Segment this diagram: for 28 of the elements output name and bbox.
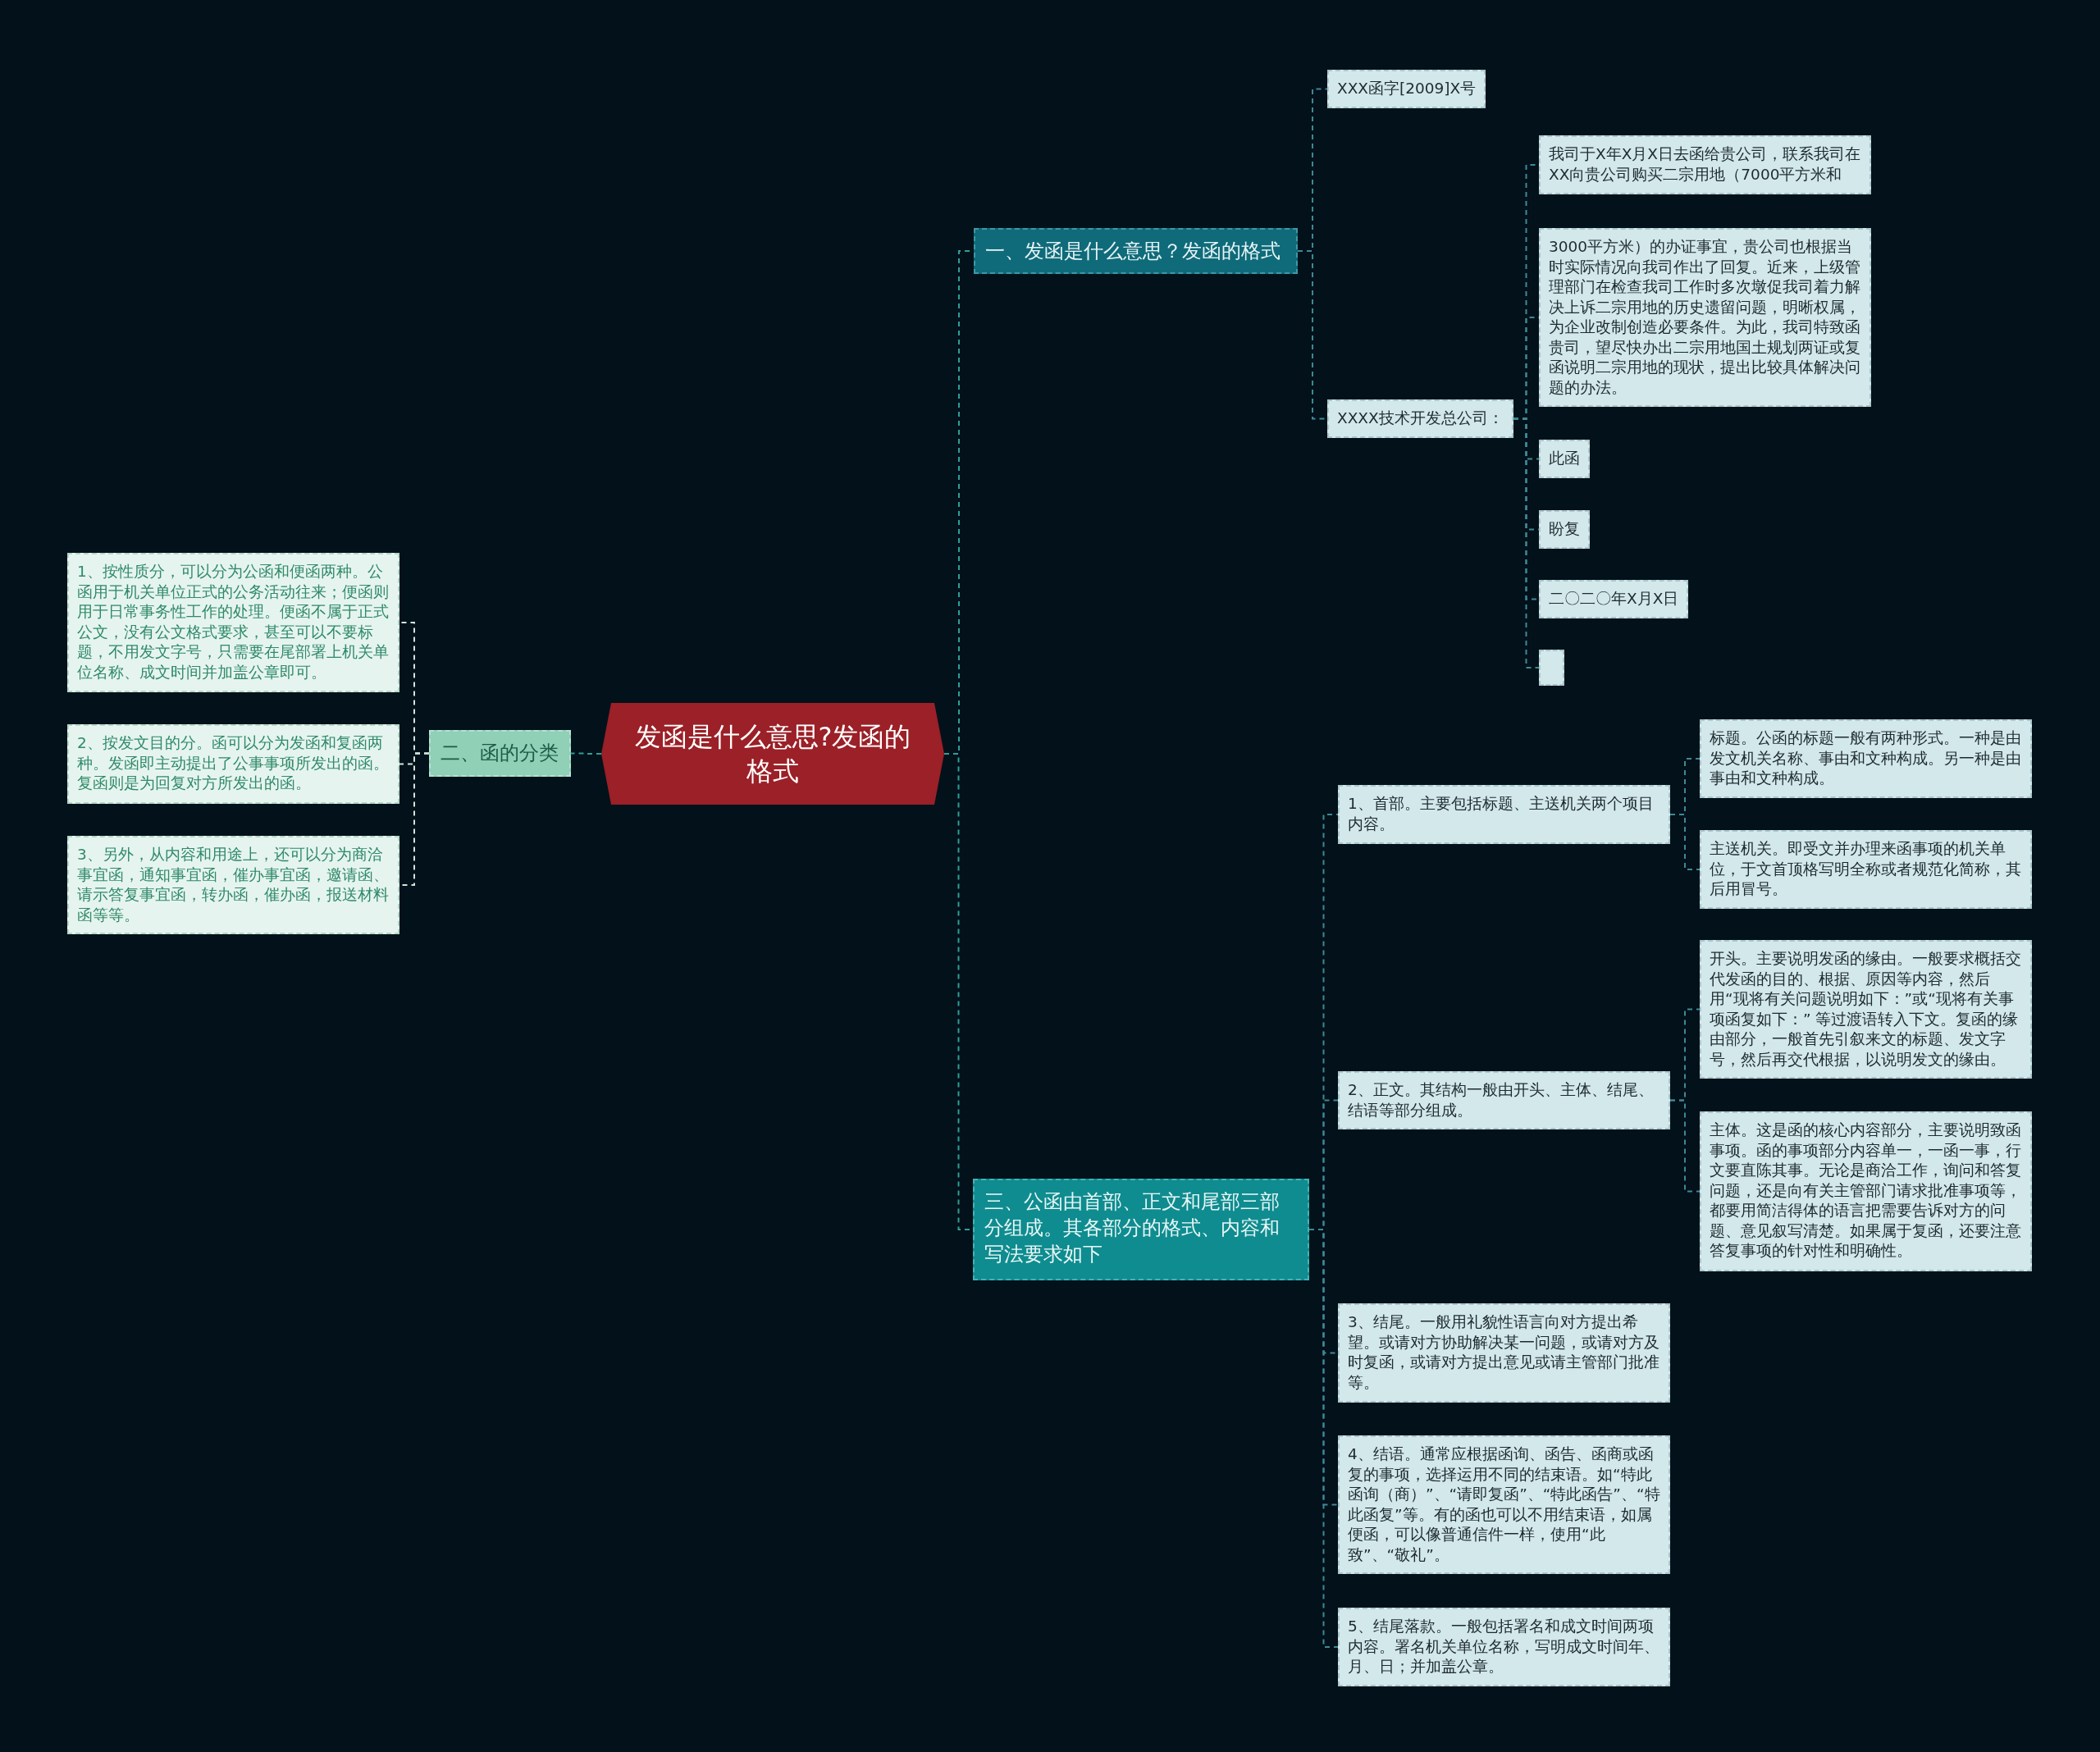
branch-topic-box: 三、公函由首部、正文和尾部三部分组成。其各部分的格式、内容和写法要求如下 <box>973 1179 1309 1280</box>
connector-line <box>570 752 602 755</box>
empty-topic-box <box>1539 650 1564 686</box>
topic-box: 二〇二〇年X月X日 <box>1539 580 1689 618</box>
topic-box: 2、正文。其结构一般由开头、主体、结尾、结语等部分组成。 <box>1338 1071 1670 1129</box>
topic-box: 1、按性质分，可以分为公函和便函两种。公函用于机关单位正式的公务活动往来；便函则用于日常事务性工作的处理。便函不属于正式公文，没有公文格式要求，甚至可以不要标题，不用发文字号，只需要在尾部署上机关单位名称、成文时间并加盖公章即可。 <box>67 553 399 692</box>
topic-box: 2、按发文目的分。函可以分为发函和复函两种。发函即主动提出了公事事项所发出的函。复函则是为回复对方所发出的函。 <box>67 724 399 804</box>
branch-topic-box: 一、发函是什么意思？发函的格式 <box>974 228 1298 274</box>
topic-box: 盼复 <box>1539 510 1590 549</box>
topic-box: XXX函字[2009]X号 <box>1327 70 1486 108</box>
topic-box: 此函 <box>1539 440 1590 478</box>
connector-line <box>1513 417 1540 668</box>
topic-box: 4、结语。通常应根据函询、函告、函商或函复的事项，选择运用不同的结束语。如“特此函询（商）”、“请即复函”、“特此函告”、“特此函复”等。有的函也可以不用结束语，如属便函，可以像普通信件一样，使用“此致”、“敬礼”。 <box>1338 1435 1670 1574</box>
central-topic-box: 发函是什么意思?发函的格式 <box>601 703 944 805</box>
topic-box: XXXX技术开发总公司： <box>1327 399 1513 438</box>
topic-box: 主体。这是函的核心内容部分，主要说明致函事项。函的事项部分内容单一，一函一事，行文要直陈其事。无论是商洽工作，询问和答复问题，还是向有关主管部门请求批准事项等，都要用简洁得体的语言把需要告诉对方的问题、意见叙写清楚。如果属于复函，还要注意答复事项的针对性和明确性。 <box>1700 1111 2032 1271</box>
connector-line <box>1669 1099 1701 1193</box>
topic-box: 3、另外，从内容和用途上，还可以分为商洽事宜函，通知事宜函，催办事宜函，邀请函、请示答复事宜函，转办函，催办函，报送材料函等等。 <box>67 836 399 934</box>
topic-box: 主送机关。即受文并办理来函事项的机关单位，于文首顶格写明全称或者规范化简称，其后用冒号。 <box>1700 830 2032 909</box>
topic-box: 标题。公函的标题一般有两种形式。一种是由发文机关名称、事由和文种构成。另一种是由事由和文种构成。 <box>1700 719 2032 798</box>
topic-box: 3、结尾。一般用礼貌性语言向对方提出希望。或请对方协助解决某一问题，或请对方及时复函，或请对方提出意见或请主管部门批准等。 <box>1338 1303 1670 1403</box>
topic-box: 我司于X年X月X日去函给贵公司，联系我司在XX向贵公司购买二宗用地（7000平方米和 <box>1539 135 1871 194</box>
topic-box: 5、结尾落款。一般包括署名和成文时间两项内容。署名机关单位名称，写明成文时间年、月、日；并加盖公章。 <box>1338 1608 1670 1686</box>
branch-topic-box: 二、函的分类 <box>429 730 571 777</box>
connector-line <box>1669 814 1701 870</box>
topic-box: 1、首部。主要包括标题、主送机关两个项目内容。 <box>1338 785 1670 844</box>
topic-box: 3000平方米）的办证事宜，贵公司也根据当时实际情况向我司作出了回复。近来，上级管理部门在检查我司工作时多次墩促我司着力解决上诉二宗用地的历史遗留问题，明晰权属，为企业改制创造必要条件。为此，我司特致函贵司，望尽快办出二宗用地国土规划两证或复函说明二宗用地的现状，提出比较具体解决问题的办法。 <box>1539 228 1871 407</box>
topic-box: 开头。主要说明发函的缘由。一般要求概括交代发函的目的、根据、原因等内容，然后用“现将有关问题说明如下：”或“现将有关事项函复如下：” 等过渡语转入下文。复函的缘由部分，一般首先引叙来文的标题、发文字号，然后再交代根据，以说明发文的缘由。 <box>1700 940 2032 1079</box>
